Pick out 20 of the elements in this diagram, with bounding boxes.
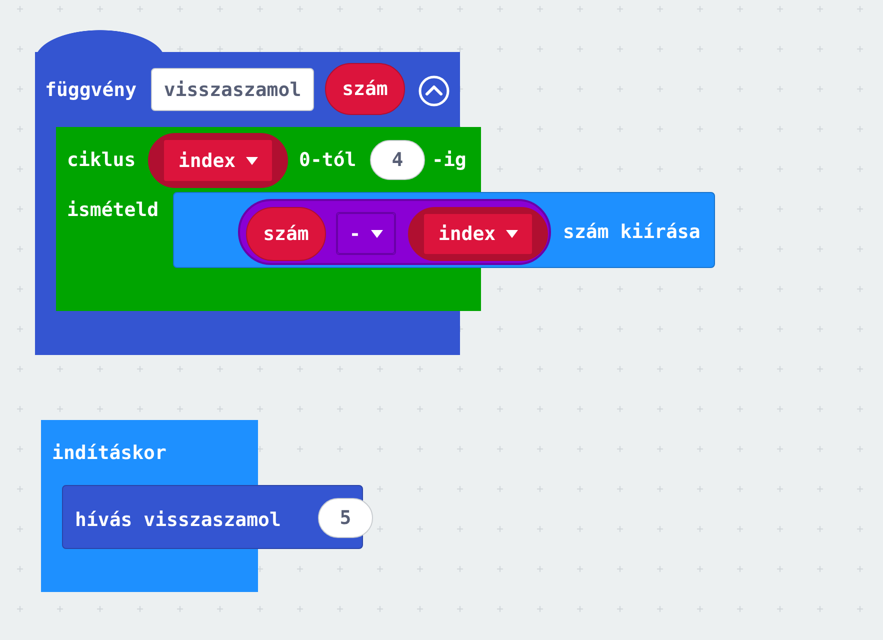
variable-dropdown [408, 207, 548, 261]
block-label: ismételd [67, 198, 159, 222]
variable-pill: szám [246, 207, 326, 261]
dropdown-text: - [349, 222, 361, 244]
text-field: visszaszamol [151, 68, 314, 111]
block-label: hívás visszaszamol [75, 508, 281, 532]
block-label: ciklus [67, 148, 136, 172]
parameter-pill: szám [325, 63, 405, 115]
loop-block [56, 127, 716, 311]
dropdown-text: index [438, 223, 496, 245]
block-label: 0-tól [299, 148, 356, 172]
number-field: 4 [370, 140, 425, 180]
operator-dropdown [336, 212, 396, 255]
block-label: indításkor [52, 441, 166, 465]
block-label: -ig [432, 148, 466, 172]
block-label: szám kiírása [563, 220, 700, 244]
block-label: függvény [45, 78, 137, 102]
number-field: 5 [318, 498, 373, 538]
dropdown-text: index [178, 150, 236, 172]
show-number-block [173, 192, 715, 268]
